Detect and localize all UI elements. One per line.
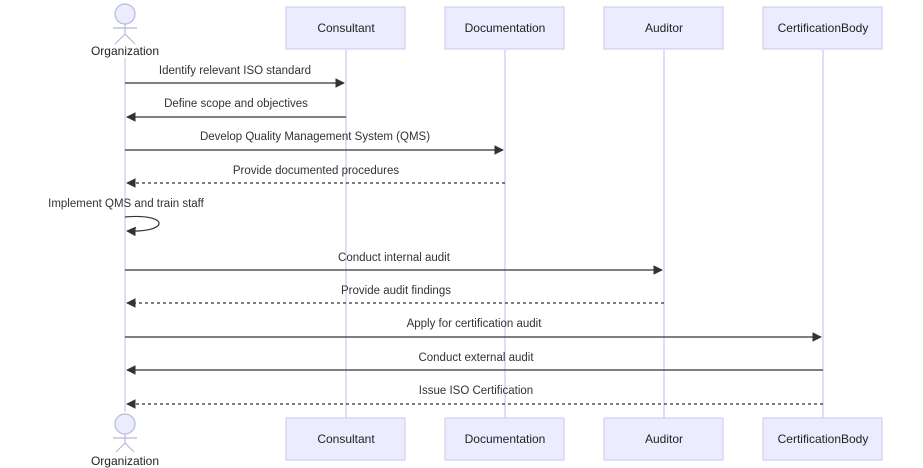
participant-auditor-top: Auditor [603,6,724,50]
message-label: Issue ISO Certification [419,385,533,397]
participant-label: Consultant [317,21,375,35]
actor-head-icon [114,3,136,25]
participant-certificationbody-top: CertificationBody [762,6,883,50]
message-label: Develop Quality Management System (QMS) [200,131,430,143]
actor-label-top: Organization [91,44,159,58]
message-2: Define scope and objectives [126,98,346,122]
actor-label-bottom: Organization [91,454,159,468]
message-8: Apply for certification audit [125,318,822,342]
participant-certificationbody-bottom: CertificationBody [762,417,883,461]
message-label: Define scope and objectives [164,98,308,110]
message-label: Implement QMS and train staff [48,198,205,210]
participant-label: CertificationBody [778,21,869,35]
actor-organization-bottom: Organization [91,413,159,468]
participant-auditor-bottom: Auditor [603,417,724,461]
message-label: Conduct external audit [418,352,534,364]
participant-consultant-bottom: Consultant [285,417,406,461]
participant-label: Auditor [645,432,683,446]
actor-organization-top: Organization [91,3,159,58]
message-arrow [124,215,160,237]
actor-head-icon [114,413,136,435]
message-label: Conduct internal audit [338,252,451,264]
message-5-self: Implement QMS and train staff [48,198,205,237]
message-7: Provide audit findings [126,285,664,308]
message-9: Conduct external audit [126,352,823,375]
message-4: Provide documented procedures [126,165,505,188]
participant-documentation-top: Documentation [444,6,565,50]
participant-label: Documentation [465,432,546,446]
participant-label: CertificationBody [778,432,869,446]
participant-label: Documentation [465,21,546,35]
message-label: Provide documented procedures [233,165,399,177]
message-1: Identify relevant ISO standard [125,65,345,88]
participant-consultant-top: Consultant [285,6,406,50]
message-6: Conduct internal audit [125,252,663,275]
message-label: Apply for certification audit [407,318,543,330]
message-10: Issue ISO Certification [126,385,823,409]
message-label: Identify relevant ISO standard [159,65,311,77]
participant-label: Consultant [317,432,375,446]
participant-documentation-bottom: Documentation [444,417,565,461]
message-3: Develop Quality Management System (QMS) [125,131,504,155]
message-label: Provide audit findings [341,285,451,297]
participant-label: Auditor [645,21,683,35]
